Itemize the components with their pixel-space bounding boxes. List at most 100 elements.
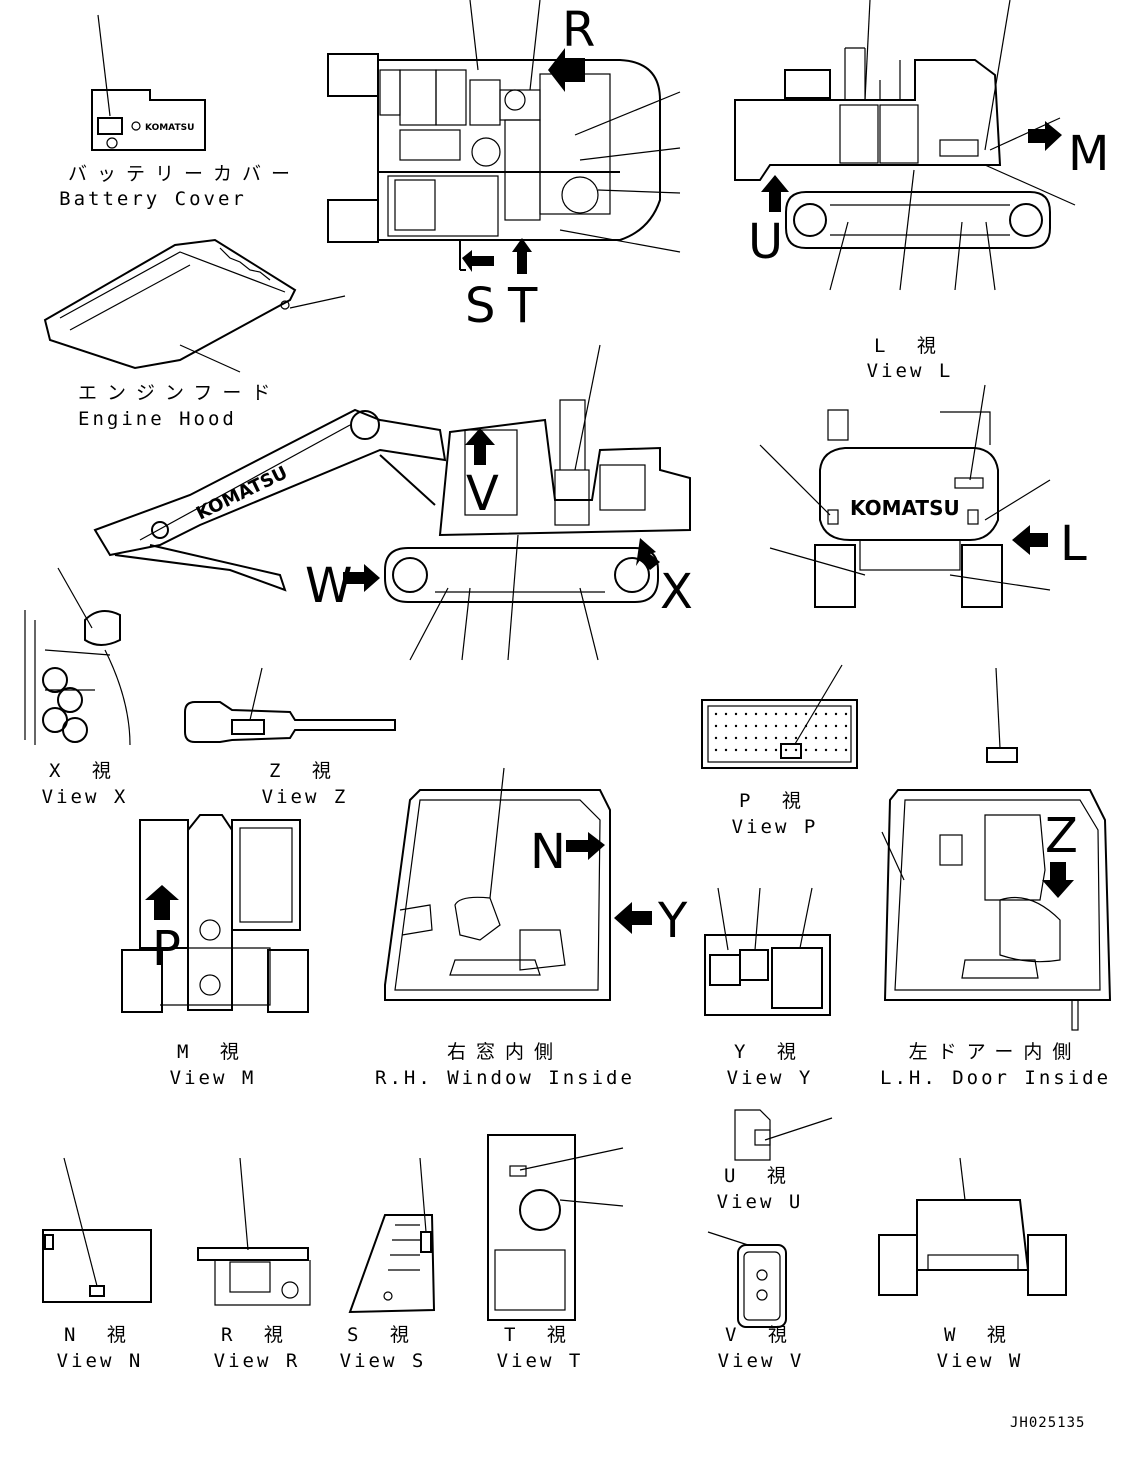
view-y-en-label: View Y xyxy=(726,1067,814,1089)
panel-dot xyxy=(824,748,828,752)
arrow-letter-u: U xyxy=(748,214,784,270)
arrow-letter-r: R xyxy=(562,2,596,58)
view-u-drawing xyxy=(734,1109,833,1161)
arrow-letter-n: N xyxy=(530,824,566,880)
panel-dot xyxy=(774,712,778,716)
panel-dot xyxy=(754,748,758,752)
arrow-letter-t: T xyxy=(508,278,538,334)
panel-dot xyxy=(804,712,808,716)
arrow-letter-m: M xyxy=(1068,126,1110,182)
view-s-jp-label: S 視 xyxy=(347,1324,419,1346)
panel-dot xyxy=(814,748,818,752)
view-x-drawing xyxy=(24,567,131,746)
rear-logo: KOMATSU xyxy=(850,496,960,520)
standalone-label-drawing xyxy=(986,667,1018,763)
arrow-letter-p: P xyxy=(152,921,181,977)
rh-window-drawing xyxy=(384,767,652,1001)
view-z-jp-label: Z 視 xyxy=(269,760,341,782)
panel-dot xyxy=(734,712,738,716)
panel-dot xyxy=(764,724,768,728)
view-p-jp-label: P 視 xyxy=(739,790,811,812)
panel-dot xyxy=(734,748,738,752)
view-n-en-label: View N xyxy=(56,1350,144,1372)
panel-dot xyxy=(714,712,718,716)
panel-dot xyxy=(784,712,788,716)
panel-dot xyxy=(714,724,718,728)
panel-dot xyxy=(714,736,718,740)
panel-dot xyxy=(814,712,818,716)
panel-dot xyxy=(784,748,788,752)
view-w-en-label: View W xyxy=(936,1350,1024,1372)
engine-hood-jp-label: エンジンフード xyxy=(78,382,281,404)
panel-dot xyxy=(844,748,848,752)
view-v-en-label: View V xyxy=(717,1350,805,1372)
view-x-jp-label: X 視 xyxy=(49,760,121,782)
view-l-en-label: View L xyxy=(866,360,954,382)
panel-dot xyxy=(724,712,728,716)
view-t-en-label: View T xyxy=(496,1350,584,1372)
panel-dot xyxy=(774,736,778,740)
view-x-en-label: View X xyxy=(41,786,129,808)
view-p-en-label: View P xyxy=(731,816,819,838)
panel-dot xyxy=(714,748,718,752)
panel-dot xyxy=(834,736,838,740)
lh-door-en-label: L.H. Door Inside xyxy=(880,1067,1112,1089)
engine-hood-drawing xyxy=(43,238,346,373)
view-r-drawing xyxy=(197,1157,311,1306)
view-l-side-drawing xyxy=(734,0,1076,291)
view-n-drawing xyxy=(42,1157,152,1303)
panel-dot xyxy=(744,724,748,728)
panel-dot xyxy=(734,724,738,728)
panel-dot xyxy=(844,724,848,728)
panel-dot xyxy=(734,736,738,740)
lh-door-jp-label: 左ドアー内側 xyxy=(908,1041,1082,1063)
arrow-letter-y: Y xyxy=(658,893,688,949)
panel-dot xyxy=(794,724,798,728)
panel-dot xyxy=(824,724,828,728)
panel-dot xyxy=(834,748,838,752)
rh-window-jp-label: 右窓内側 xyxy=(446,1041,563,1063)
panel-dot xyxy=(774,748,778,752)
top-plan-view xyxy=(327,0,681,274)
panel-dot xyxy=(744,748,748,752)
panel-dot xyxy=(814,724,818,728)
panel-dot xyxy=(814,736,818,740)
battery-cover-en-label: Battery Cover xyxy=(59,188,247,210)
panel-dot xyxy=(764,712,768,716)
view-u-en-label: View U xyxy=(716,1191,804,1213)
arrow-letter-l: L xyxy=(1060,516,1087,572)
panel-dot xyxy=(784,736,788,740)
view-m-en-label: View M xyxy=(169,1067,257,1089)
drawing-code: JH025135 xyxy=(1010,1415,1086,1431)
panel-dot xyxy=(724,724,728,728)
panel-dot xyxy=(754,712,758,716)
view-p-drawing xyxy=(701,664,858,769)
arrow-letter-x: X xyxy=(660,564,693,620)
view-s-en-label: View S xyxy=(339,1350,427,1372)
arrow-letter-v: V xyxy=(466,466,499,522)
view-r-en-label: View R xyxy=(213,1350,301,1372)
battery-cover-logo: KOMATSU xyxy=(145,123,194,133)
panel-dot xyxy=(754,724,758,728)
panel-dot xyxy=(824,712,828,716)
panel-dot xyxy=(794,748,798,752)
panel-dot xyxy=(774,724,778,728)
view-t-jp-label: T 視 xyxy=(504,1324,576,1346)
view-y-jp-label: Y 視 xyxy=(734,1041,806,1063)
panel-dot xyxy=(794,736,798,740)
panel-dot xyxy=(824,736,828,740)
view-t-drawing xyxy=(487,1134,624,1321)
arrow-letter-w: W xyxy=(305,558,353,614)
view-v-jp-label: V 視 xyxy=(725,1324,797,1346)
panel-dot xyxy=(724,748,728,752)
panel-dot xyxy=(764,748,768,752)
arrow-letter-s: S xyxy=(465,278,496,334)
panel-dot xyxy=(744,736,748,740)
panel-dot xyxy=(844,712,848,716)
view-v-drawing xyxy=(707,1231,787,1328)
panel-dot xyxy=(784,724,788,728)
panel-dot xyxy=(724,736,728,740)
view-w-drawing xyxy=(878,1157,1067,1296)
